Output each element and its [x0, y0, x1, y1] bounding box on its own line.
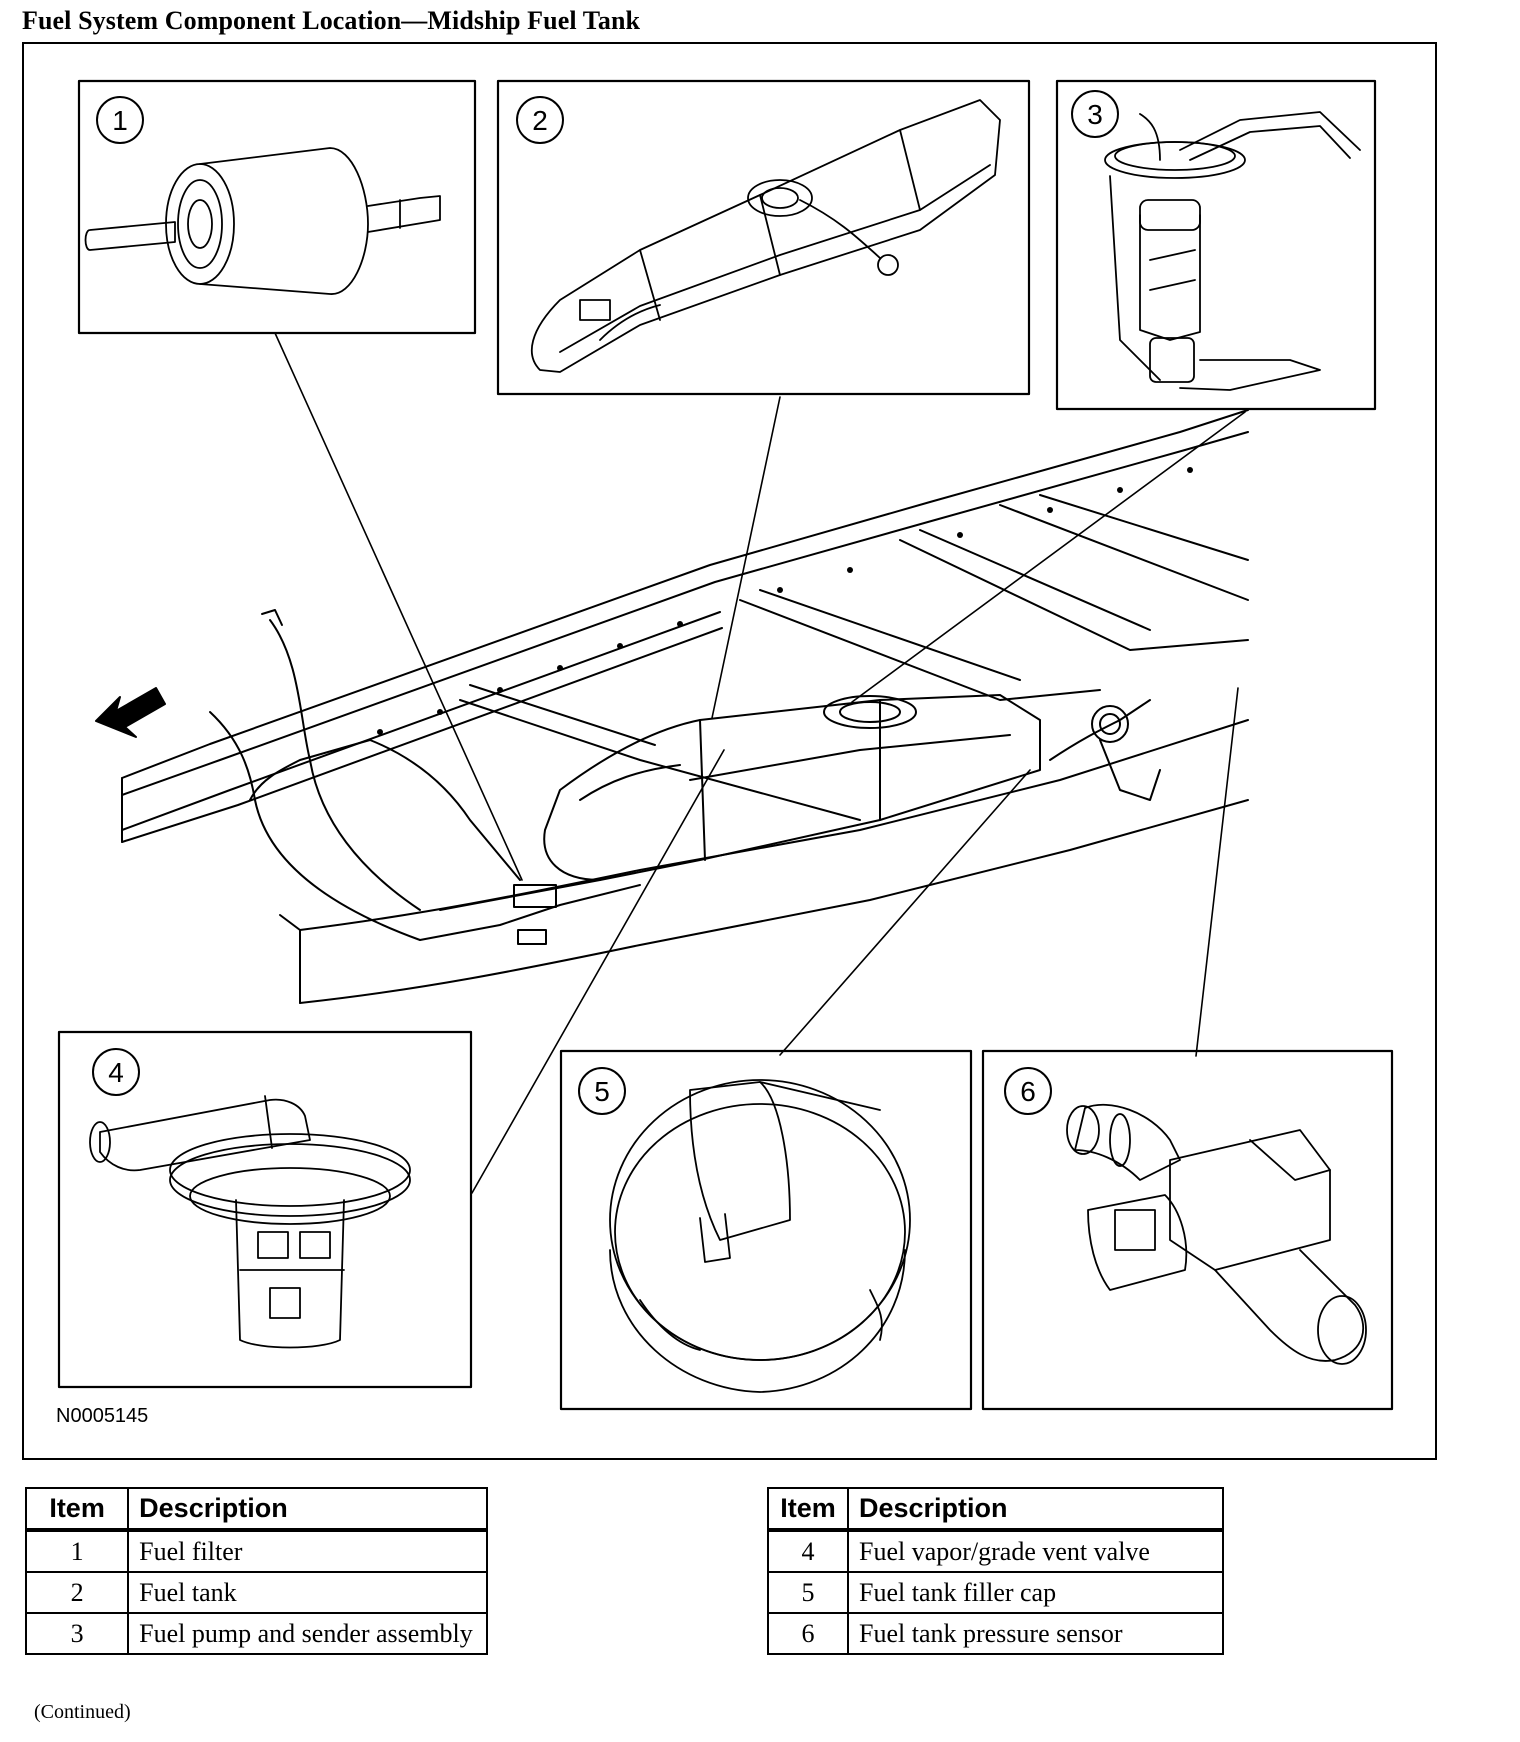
item-number: 2 — [24, 1571, 130, 1614]
items-table-right: Item Description 4 Fuel vapor/grade vent… — [767, 1487, 1224, 1655]
vent-valve-drawing — [89, 1095, 411, 1349]
callout-5-label: 5 — [594, 1076, 610, 1107]
table-row: 6 Fuel tank pressure sensor — [767, 1612, 1224, 1655]
table-row: 5 Fuel tank filler cap — [767, 1571, 1224, 1614]
fuel-tank-drawing — [531, 99, 1001, 373]
table-row: 1 Fuel filter — [24, 1529, 488, 1573]
header-item: Item — [24, 1487, 130, 1532]
item-description: Fuel tank filler cap — [847, 1571, 1224, 1614]
item-description: Fuel tank — [127, 1571, 488, 1614]
header-item: Item — [767, 1487, 849, 1532]
callout-5: 5 — [578, 1067, 626, 1115]
item-description: Fuel tank pressure sensor — [847, 1612, 1224, 1655]
table-header-row: Item Description — [767, 1487, 1224, 1532]
callout-4: 4 — [92, 1048, 140, 1096]
table-header-row: Item Description — [24, 1487, 488, 1532]
header-description: Description — [127, 1487, 488, 1532]
callout-3-label: 3 — [1087, 99, 1103, 130]
item-number: 1 — [24, 1529, 130, 1573]
callout-3: 3 — [1071, 90, 1119, 138]
callout-1: 1 — [96, 96, 144, 144]
detail-box-2 — [496, 79, 1031, 396]
item-description: Fuel pump and sender assembly — [127, 1612, 488, 1655]
item-description: Fuel vapor/grade vent valve — [847, 1529, 1224, 1573]
table-row: 3 Fuel pump and sender assembly — [24, 1612, 488, 1655]
callout-4-label: 4 — [108, 1057, 124, 1088]
item-description: Fuel filter — [127, 1529, 488, 1573]
table-row: 2 Fuel tank — [24, 1571, 488, 1614]
forward-arrow-icon — [95, 687, 166, 738]
filler-cap-drawing — [609, 1079, 911, 1393]
items-table-left: Item Description 1 Fuel filter 2 Fuel ta… — [24, 1487, 488, 1655]
item-number: 5 — [767, 1571, 849, 1614]
detail-box-3 — [1055, 79, 1377, 411]
callout-1-label: 1 — [112, 105, 128, 136]
detail-box-5 — [559, 1049, 973, 1411]
item-number: 3 — [24, 1612, 130, 1655]
table-row: 4 Fuel vapor/grade vent valve — [767, 1529, 1224, 1573]
header-description: Description — [847, 1487, 1224, 1532]
leader-lines — [274, 332, 1246, 1194]
figure-frame — [22, 42, 1437, 1460]
continued-note: (Continued) — [34, 1701, 131, 1723]
detail-box-6 — [981, 1049, 1394, 1411]
detail-box-4 — [57, 1030, 473, 1389]
callout-2: 2 — [516, 96, 564, 144]
callout-2-label: 2 — [532, 105, 548, 136]
page-title: Fuel System Component Location—Midship F… — [22, 6, 641, 35]
chassis-frame-drawing — [95, 409, 1249, 1004]
callout-6: 6 — [1004, 1067, 1052, 1115]
pressure-sensor-drawing — [1066, 1103, 1367, 1365]
callout-6-label: 6 — [1020, 1076, 1036, 1107]
fuel-pump-drawing — [1104, 111, 1361, 391]
item-number: 6 — [767, 1612, 849, 1655]
fuel-filter-drawing — [84, 147, 441, 295]
item-number: 4 — [767, 1529, 849, 1573]
figure-id: N0005145 — [56, 1405, 149, 1427]
detail-box-1 — [77, 79, 477, 335]
